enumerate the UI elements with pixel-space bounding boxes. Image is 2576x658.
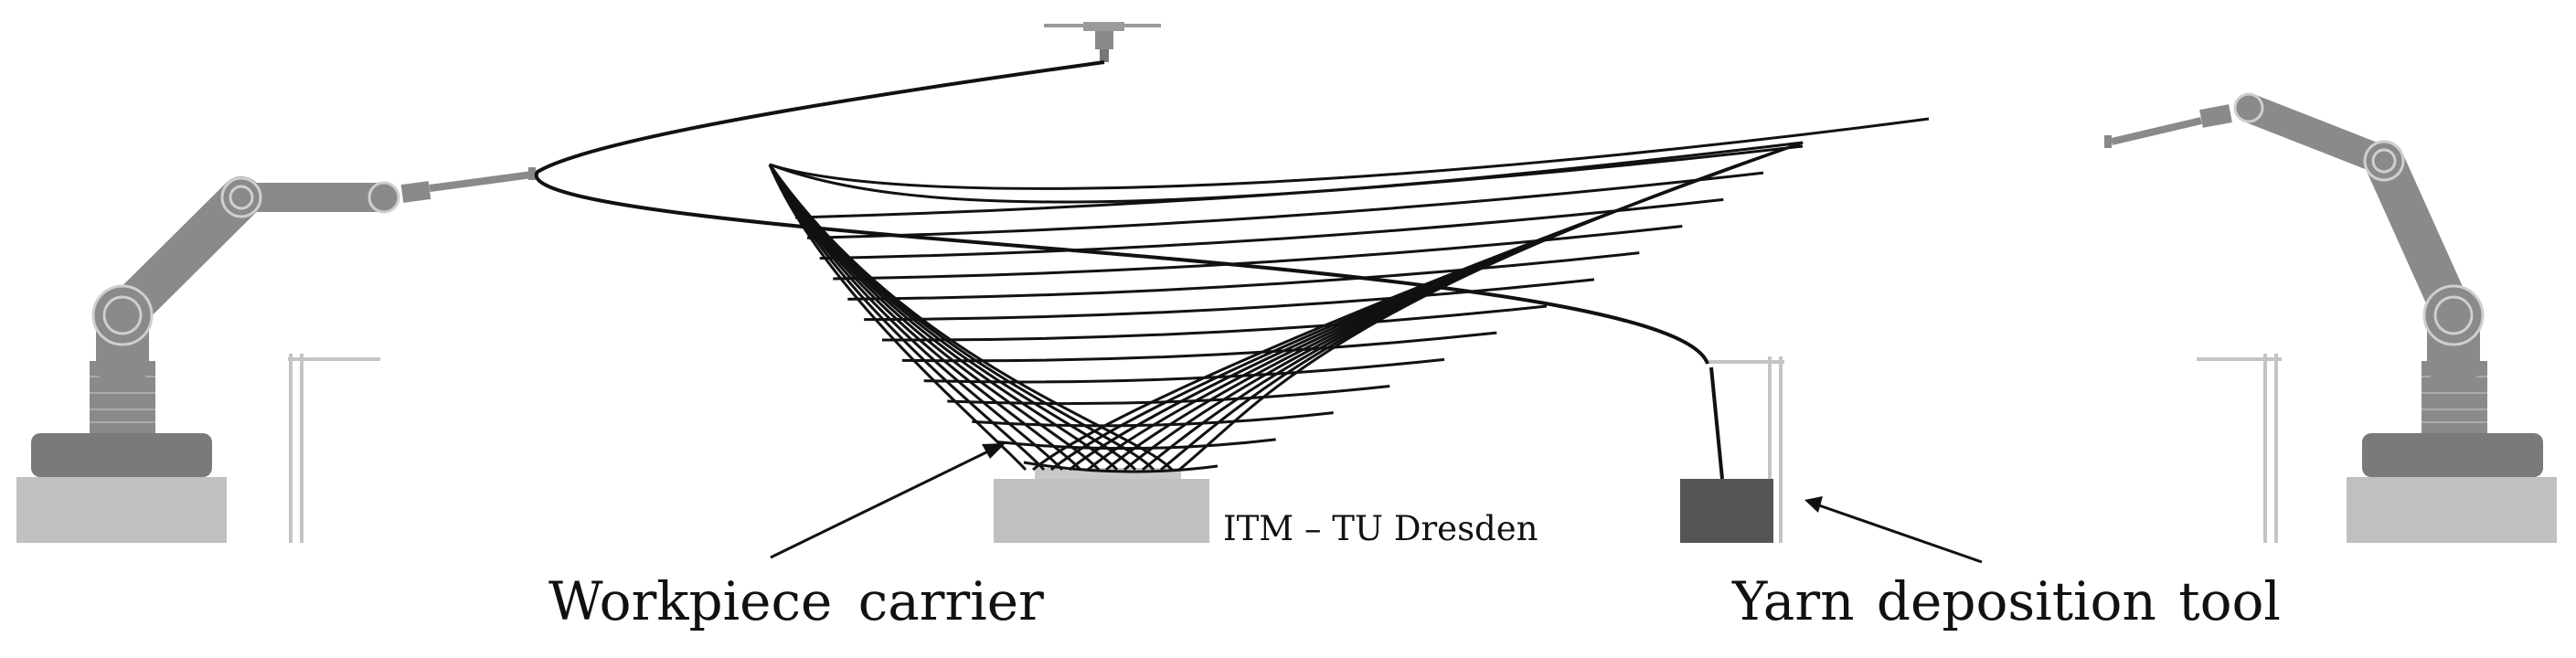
yarn-strand	[1032, 141, 1804, 472]
yarn-strand	[833, 225, 1683, 281]
yarn-strand	[901, 331, 1497, 363]
yarn-strand	[864, 278, 1595, 322]
ceiling-drone-icon	[1044, 22, 1161, 62]
yarn-strand	[1050, 141, 1804, 472]
frame-right-icon	[2197, 354, 2282, 543]
yarn-strand	[947, 385, 1390, 406]
yarn-strand	[972, 411, 1334, 428]
main-yarn	[534, 60, 1724, 480]
credit-label: ITM – TU Dresden	[1223, 509, 1538, 548]
yarn-strand	[1023, 461, 1219, 473]
workpiece-carrier	[994, 468, 1209, 543]
yarn-deposition-tool-label: Yarn deposition tool	[1732, 570, 2281, 632]
wound-yarn-structure	[768, 117, 1930, 473]
yarn-strand	[881, 304, 1548, 342]
robot-arm-left-icon	[16, 167, 536, 543]
yarn-strand	[769, 141, 1804, 204]
yarn-strand	[997, 438, 1276, 451]
robot-arm-right-icon	[2104, 92, 2557, 543]
yarn-strand	[923, 357, 1445, 384]
yarn-strand	[847, 251, 1640, 301]
yarn-strand	[768, 164, 1101, 472]
yarn-strand	[1178, 141, 1804, 472]
yarn-deposition-tool	[1680, 479, 1773, 543]
frame-left-icon	[288, 354, 380, 543]
pointer-arrows	[770, 443, 1983, 564]
yarn-strand	[768, 164, 1046, 472]
workpiece-carrier-label: Workpiece carrier	[548, 570, 1044, 632]
yarn-strand	[769, 117, 1930, 190]
yarn-strand	[1069, 141, 1804, 472]
yarn-strand	[819, 197, 1724, 260]
yarn-strand	[1105, 141, 1804, 472]
yarn-strand	[768, 164, 1064, 472]
yarn-strand	[1087, 141, 1804, 472]
yarn-strand	[807, 171, 1764, 239]
yarn-strand	[794, 144, 1804, 219]
